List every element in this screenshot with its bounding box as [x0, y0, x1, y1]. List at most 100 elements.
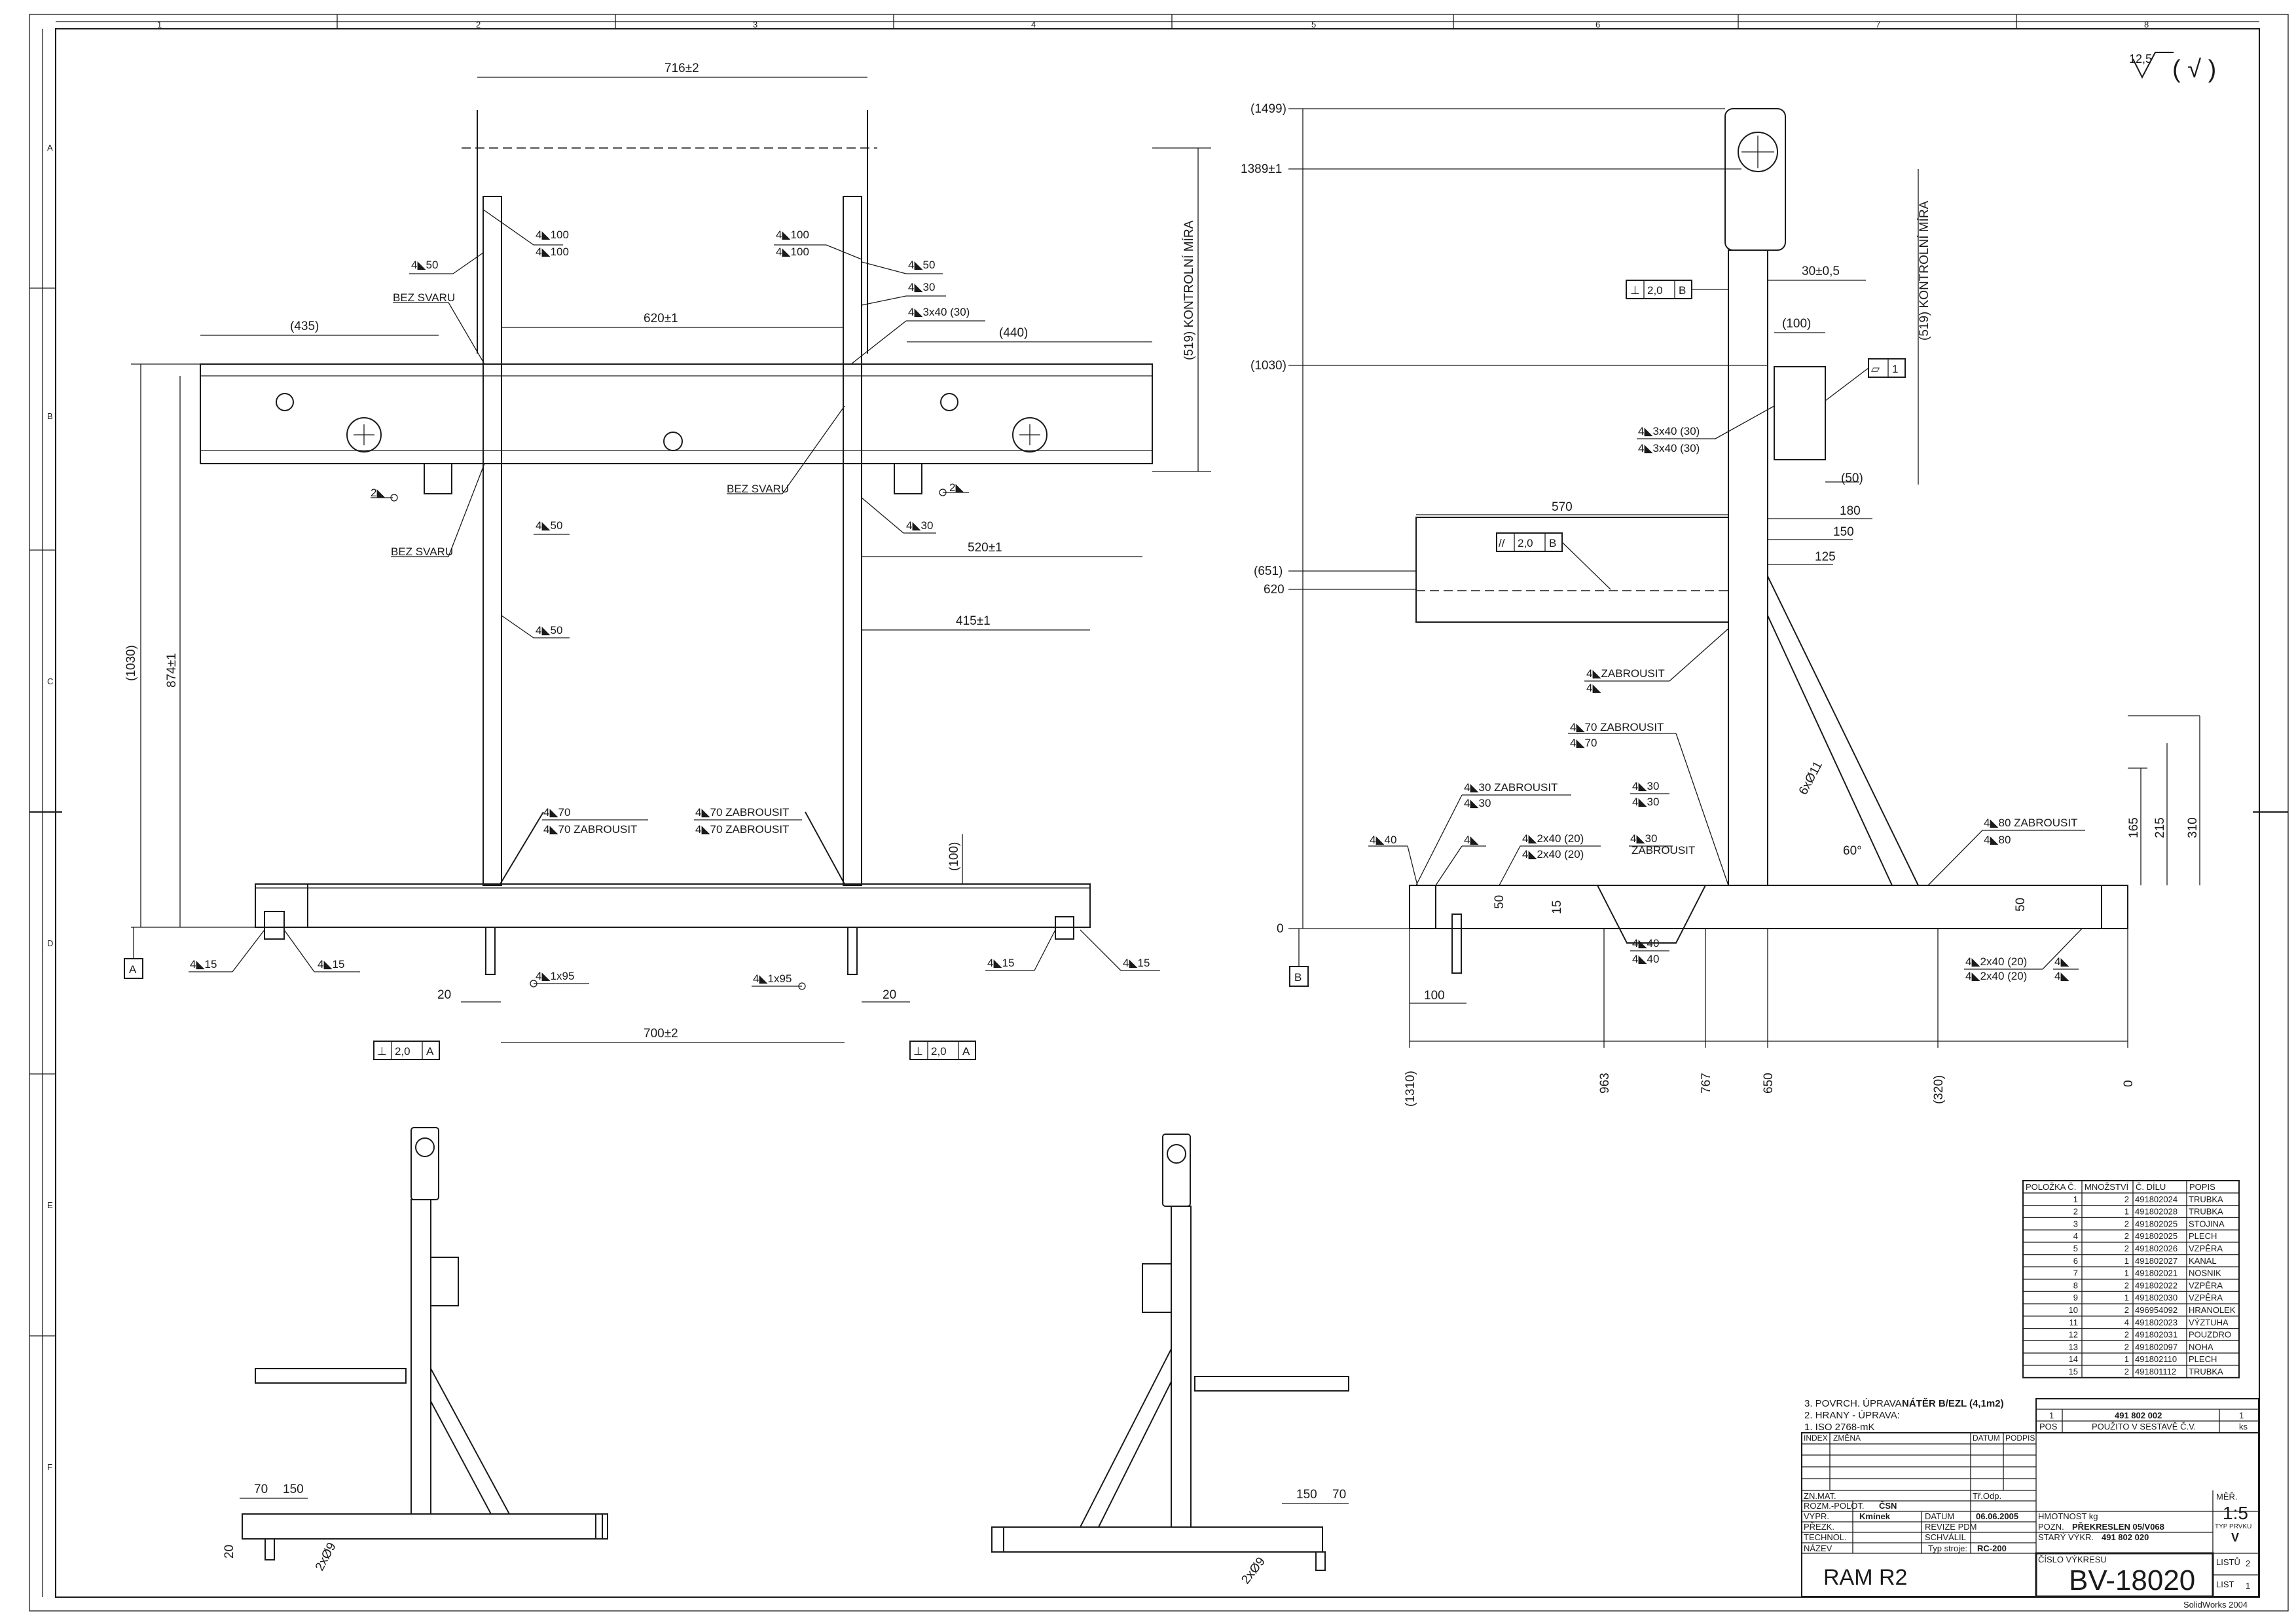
bom-cell-part-number: 496954092 — [2135, 1305, 2178, 1315]
bom-cell-description: PLECH — [2189, 1354, 2217, 1364]
bom-cell-position: 14 — [2069, 1354, 2078, 1364]
note-1: 1. ISO 2768-mK — [1804, 1422, 1875, 1433]
svg-text:PŘEZK.: PŘEZK. — [1804, 1522, 1834, 1532]
svg-text:4◣30: 4◣30 — [906, 519, 933, 532]
svg-text:4◣ZABROUSIT: 4◣ZABROUSIT — [1586, 667, 1665, 680]
bom-cell-position: 12 — [2069, 1330, 2078, 1340]
bom-cell-part-number: 491802031 — [2135, 1330, 2178, 1340]
svg-text:4◣100: 4◣100 — [536, 229, 569, 241]
front-view: 716±2 620±1 (435) (440) 520±1 415±1 700±… — [124, 62, 1211, 1060]
svg-text:4◣80 ZABROUSIT: 4◣80 ZABROUSIT — [1984, 817, 2077, 829]
svg-text:4◣70: 4◣70 — [1570, 737, 1597, 749]
bom-cell-position: 9 — [2073, 1293, 2078, 1302]
svg-text:MĚŘ.: MĚŘ. — [2216, 1492, 2238, 1502]
dim-50-base-a: 50 — [1493, 895, 1506, 909]
dim-100-side: (100) — [1782, 317, 1811, 331]
bom-cell-quantity: 2 — [2124, 1219, 2129, 1228]
svg-text:DATUM: DATUM — [1925, 1511, 1954, 1521]
svg-text:PŘEKRESLEN 05/V068: PŘEKRESLEN 05/V068 — [2072, 1522, 2164, 1532]
bom-header-cell: Č. DÍLU — [2136, 1182, 2166, 1192]
svg-text:A: A — [962, 1045, 970, 1058]
bom-cell-description: TRUBKA — [2189, 1367, 2223, 1376]
bom-cell-description: HRANOLEK — [2189, 1305, 2236, 1315]
bom-cell-part-number: 491802021 — [2135, 1268, 2178, 1278]
svg-text:SCHVÁLIL: SCHVÁLIL — [1925, 1532, 1966, 1542]
bom-cell-part-number: 491802030 — [2135, 1293, 2178, 1302]
svg-text:2,0: 2,0 — [931, 1045, 947, 1058]
svg-text://: // — [1499, 537, 1505, 549]
svg-text:Typ stroje:: Typ stroje: — [1928, 1543, 1967, 1553]
svg-text:4◣40: 4◣40 — [1632, 953, 1659, 965]
svg-text:4◣15: 4◣15 — [1123, 957, 1150, 969]
bom-cell-position: 10 — [2069, 1305, 2078, 1315]
datum-b: B — [1289, 929, 1309, 987]
svg-text:ZABROUSIT: ZABROUSIT — [1631, 844, 1695, 857]
svg-text:2◣: 2◣ — [371, 487, 386, 499]
iso-right-dim-70: 70 — [1332, 1488, 1346, 1502]
bom-cell-description: STOJINA — [2189, 1219, 2225, 1228]
side-tolerance-perp: ⊥ 2,0 B — [1626, 280, 1728, 299]
svg-text:4◣40: 4◣40 — [1370, 834, 1396, 846]
dim-60deg: 60° — [1843, 844, 1862, 858]
svg-text:RC-200: RC-200 — [1977, 1543, 2007, 1553]
datum-a: A — [124, 927, 143, 979]
side-tolerance-flatness: ▱ 1 — [1825, 358, 1906, 401]
note-3-value: NÁTĚR B/EZL (4,1m2) — [1902, 1397, 2004, 1409]
col-label-1: 1 — [157, 20, 162, 29]
svg-text:PODPIS: PODPIS — [2005, 1433, 2035, 1443]
svg-text:DATUM: DATUM — [1973, 1433, 2000, 1443]
svg-text:STARÝ VÝKR.: STARÝ VÝKR. — [2038, 1532, 2094, 1542]
bom-cell-description: TRUBKA — [2189, 1194, 2223, 1204]
svg-text:4◣2x40 (20): 4◣2x40 (20) — [1965, 955, 2027, 968]
roughness-bracket: ( √ ) — [2172, 56, 2216, 83]
bom-cell-description: VZPĚRA — [2189, 1244, 2223, 1253]
svg-text:ZN.MAT.: ZN.MAT. — [1804, 1491, 1836, 1501]
svg-text:4◣: 4◣ — [1464, 834, 1479, 846]
dim-20-left: 20 — [437, 988, 451, 1002]
inner-frame — [55, 28, 2260, 1598]
zone-columns: 1 2 3 4 5 6 7 8 — [56, 14, 2259, 29]
svg-text:2: 2 — [2246, 1559, 2250, 1568]
drawing-number: BV-18020 — [2069, 1564, 2195, 1596]
dim-125: 125 — [1815, 550, 1836, 564]
svg-text:A: A — [426, 1045, 434, 1058]
svg-text:POS: POS — [2039, 1422, 2058, 1431]
bom-cell-part-number: 491802097 — [2135, 1342, 2178, 1352]
svg-text:4◣2x40 (20): 4◣2x40 (20) — [1522, 832, 1584, 845]
zone-rows: A B C D E F — [29, 29, 2288, 1597]
svg-text:TECHNOL.: TECHNOL. — [1804, 1532, 1847, 1542]
row-label-b: B — [47, 411, 53, 421]
svg-text:B: B — [1549, 537, 1556, 549]
svg-text:491 802 020: 491 802 020 — [2102, 1532, 2149, 1542]
svg-text:4◣: 4◣ — [2054, 955, 2069, 968]
bom-cell-quantity: 1 — [2124, 1268, 2129, 1278]
level-620: 620 — [1264, 583, 1285, 597]
tolerance-frame-left: ⊥ 2,0 A — [373, 1041, 440, 1060]
svg-text:ČÍSLO VÝKRESU: ČÍSLO VÝKRESU — [2038, 1555, 2107, 1564]
note-3: 3. POVRCH. ÚPRAVA: — [1804, 1398, 1904, 1409]
dim-415: 415±1 — [956, 614, 991, 628]
level-651: (651) — [1254, 564, 1283, 578]
svg-text:4◣1x95: 4◣1x95 — [753, 972, 792, 985]
bom-cell-position: 3 — [2073, 1219, 2078, 1228]
title-block: 1 491 802 002 1 POS POUŽITO V SESTAVĚ Č.… — [1801, 1398, 2259, 1610]
dim-519-control-side: (519) KONTROLNÍ MÍRA — [1918, 200, 1931, 341]
svg-text:2◣: 2◣ — [949, 481, 964, 494]
bom-header-cell: POPIS — [2189, 1182, 2215, 1192]
svg-text:HMOTNOST kg: HMOTNOST kg — [2038, 1511, 2098, 1521]
bom-cell-position: 11 — [2069, 1318, 2079, 1327]
bom-cell-description: TRUBKA — [2189, 1207, 2223, 1217]
iso-right-dim-150: 150 — [1296, 1488, 1317, 1502]
bom-cell-description: NOSNIK — [2189, 1268, 2221, 1278]
level-1030: (1030) — [1250, 359, 1286, 373]
svg-text:BEZ SVARU: BEZ SVARU — [727, 483, 789, 495]
ord-650: 650 — [1762, 1073, 1776, 1094]
row-label-d: D — [47, 938, 53, 948]
svg-text:4◣100: 4◣100 — [776, 229, 809, 241]
software-label: SolidWorks 2004 — [2183, 1600, 2248, 1610]
col-label-7: 7 — [1876, 20, 1880, 29]
bom-cell-quantity: 2 — [2124, 1231, 2129, 1241]
iso-left-dim-70: 70 — [254, 1483, 268, 1496]
bom-cell-part-number: 491802027 — [2135, 1256, 2178, 1266]
